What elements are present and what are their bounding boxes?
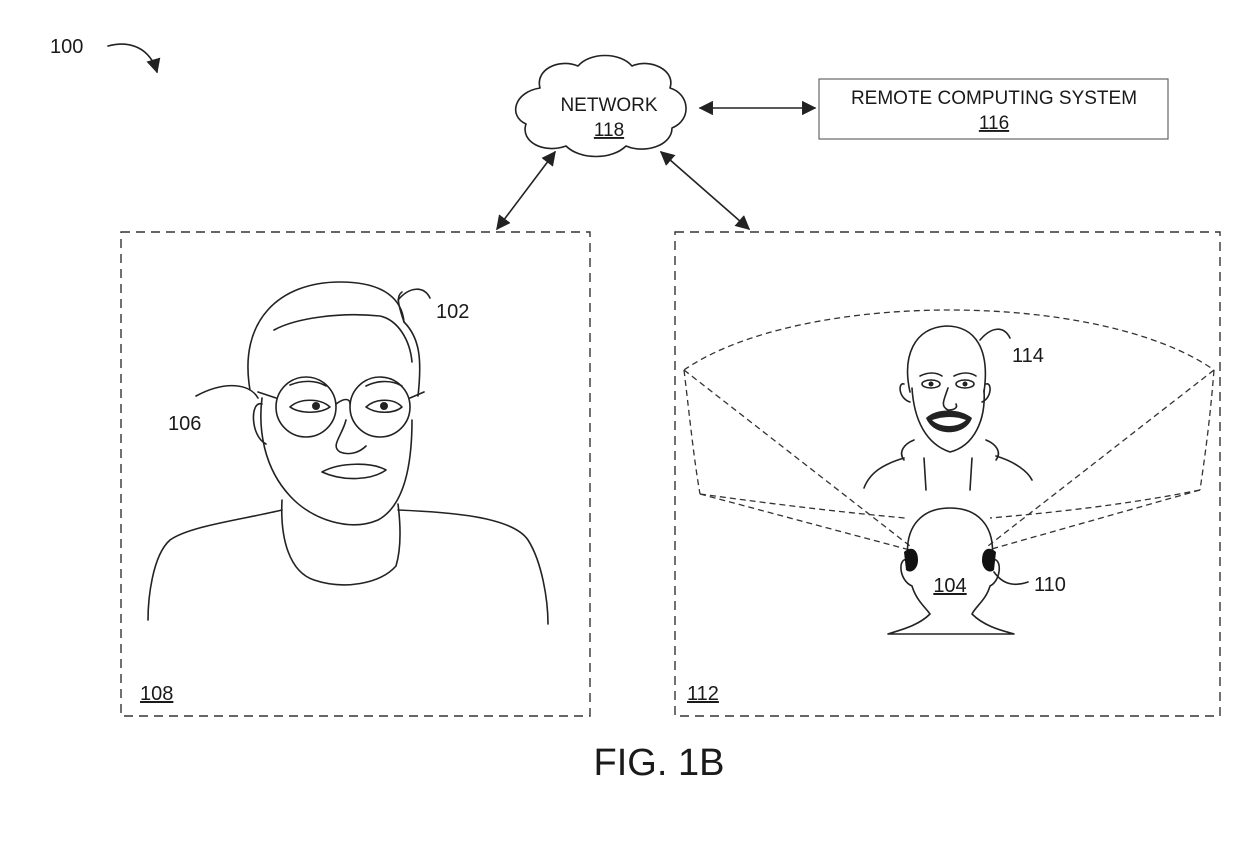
- network-label: NETWORK: [560, 95, 657, 116]
- frustum-line-1: [683, 369, 911, 547]
- person-leader: [397, 288, 431, 301]
- display-bottom-left: [699, 493, 906, 519]
- frustum-line-3: [987, 369, 1215, 547]
- person-with-glasses: [147, 281, 549, 625]
- display-left-edge: [683, 369, 701, 495]
- system-ref-arrow: [107, 43, 161, 74]
- glasses-ref: 106: [168, 413, 201, 435]
- network-left-arrow: [496, 150, 556, 231]
- display-right-edge: [1199, 369, 1215, 491]
- frustum-line-2: [699, 493, 911, 551]
- viewer-ref: 104: [933, 575, 966, 597]
- system-ref-label: 100: [50, 36, 83, 58]
- glasses-leader: [195, 384, 259, 399]
- remote-computing-system-box: REMOTE COMPUTING SYSTEM 116: [818, 78, 1169, 140]
- display-top-edge: [683, 309, 1215, 371]
- frustum-line-4: [987, 489, 1201, 551]
- headset-ref: 110: [1034, 574, 1066, 596]
- viewer-head: 104: [887, 507, 1015, 635]
- remote-person-avatar: [863, 325, 1033, 491]
- right-panel-ref: 112: [687, 683, 719, 705]
- remote-system-label: REMOTE COMPUTING SYSTEM: [851, 88, 1137, 109]
- person-ref: 102: [436, 301, 469, 323]
- headset-leader: [993, 571, 1029, 586]
- left-panel-ref: 108: [140, 683, 173, 705]
- figure-caption: FIG. 1B: [594, 742, 725, 784]
- display-bottom-right: [989, 489, 1201, 519]
- right-panel: 112 114: [674, 231, 1221, 717]
- network-right-arrow: [659, 151, 751, 230]
- network-cloud: NETWORK 118: [515, 54, 687, 158]
- remote-person-leader: [979, 328, 1011, 341]
- left-panel: 108: [120, 231, 591, 717]
- remote-system-ref: 116: [979, 113, 1009, 134]
- network-ref: 118: [594, 120, 624, 141]
- remote-person-ref: 114: [1012, 345, 1044, 367]
